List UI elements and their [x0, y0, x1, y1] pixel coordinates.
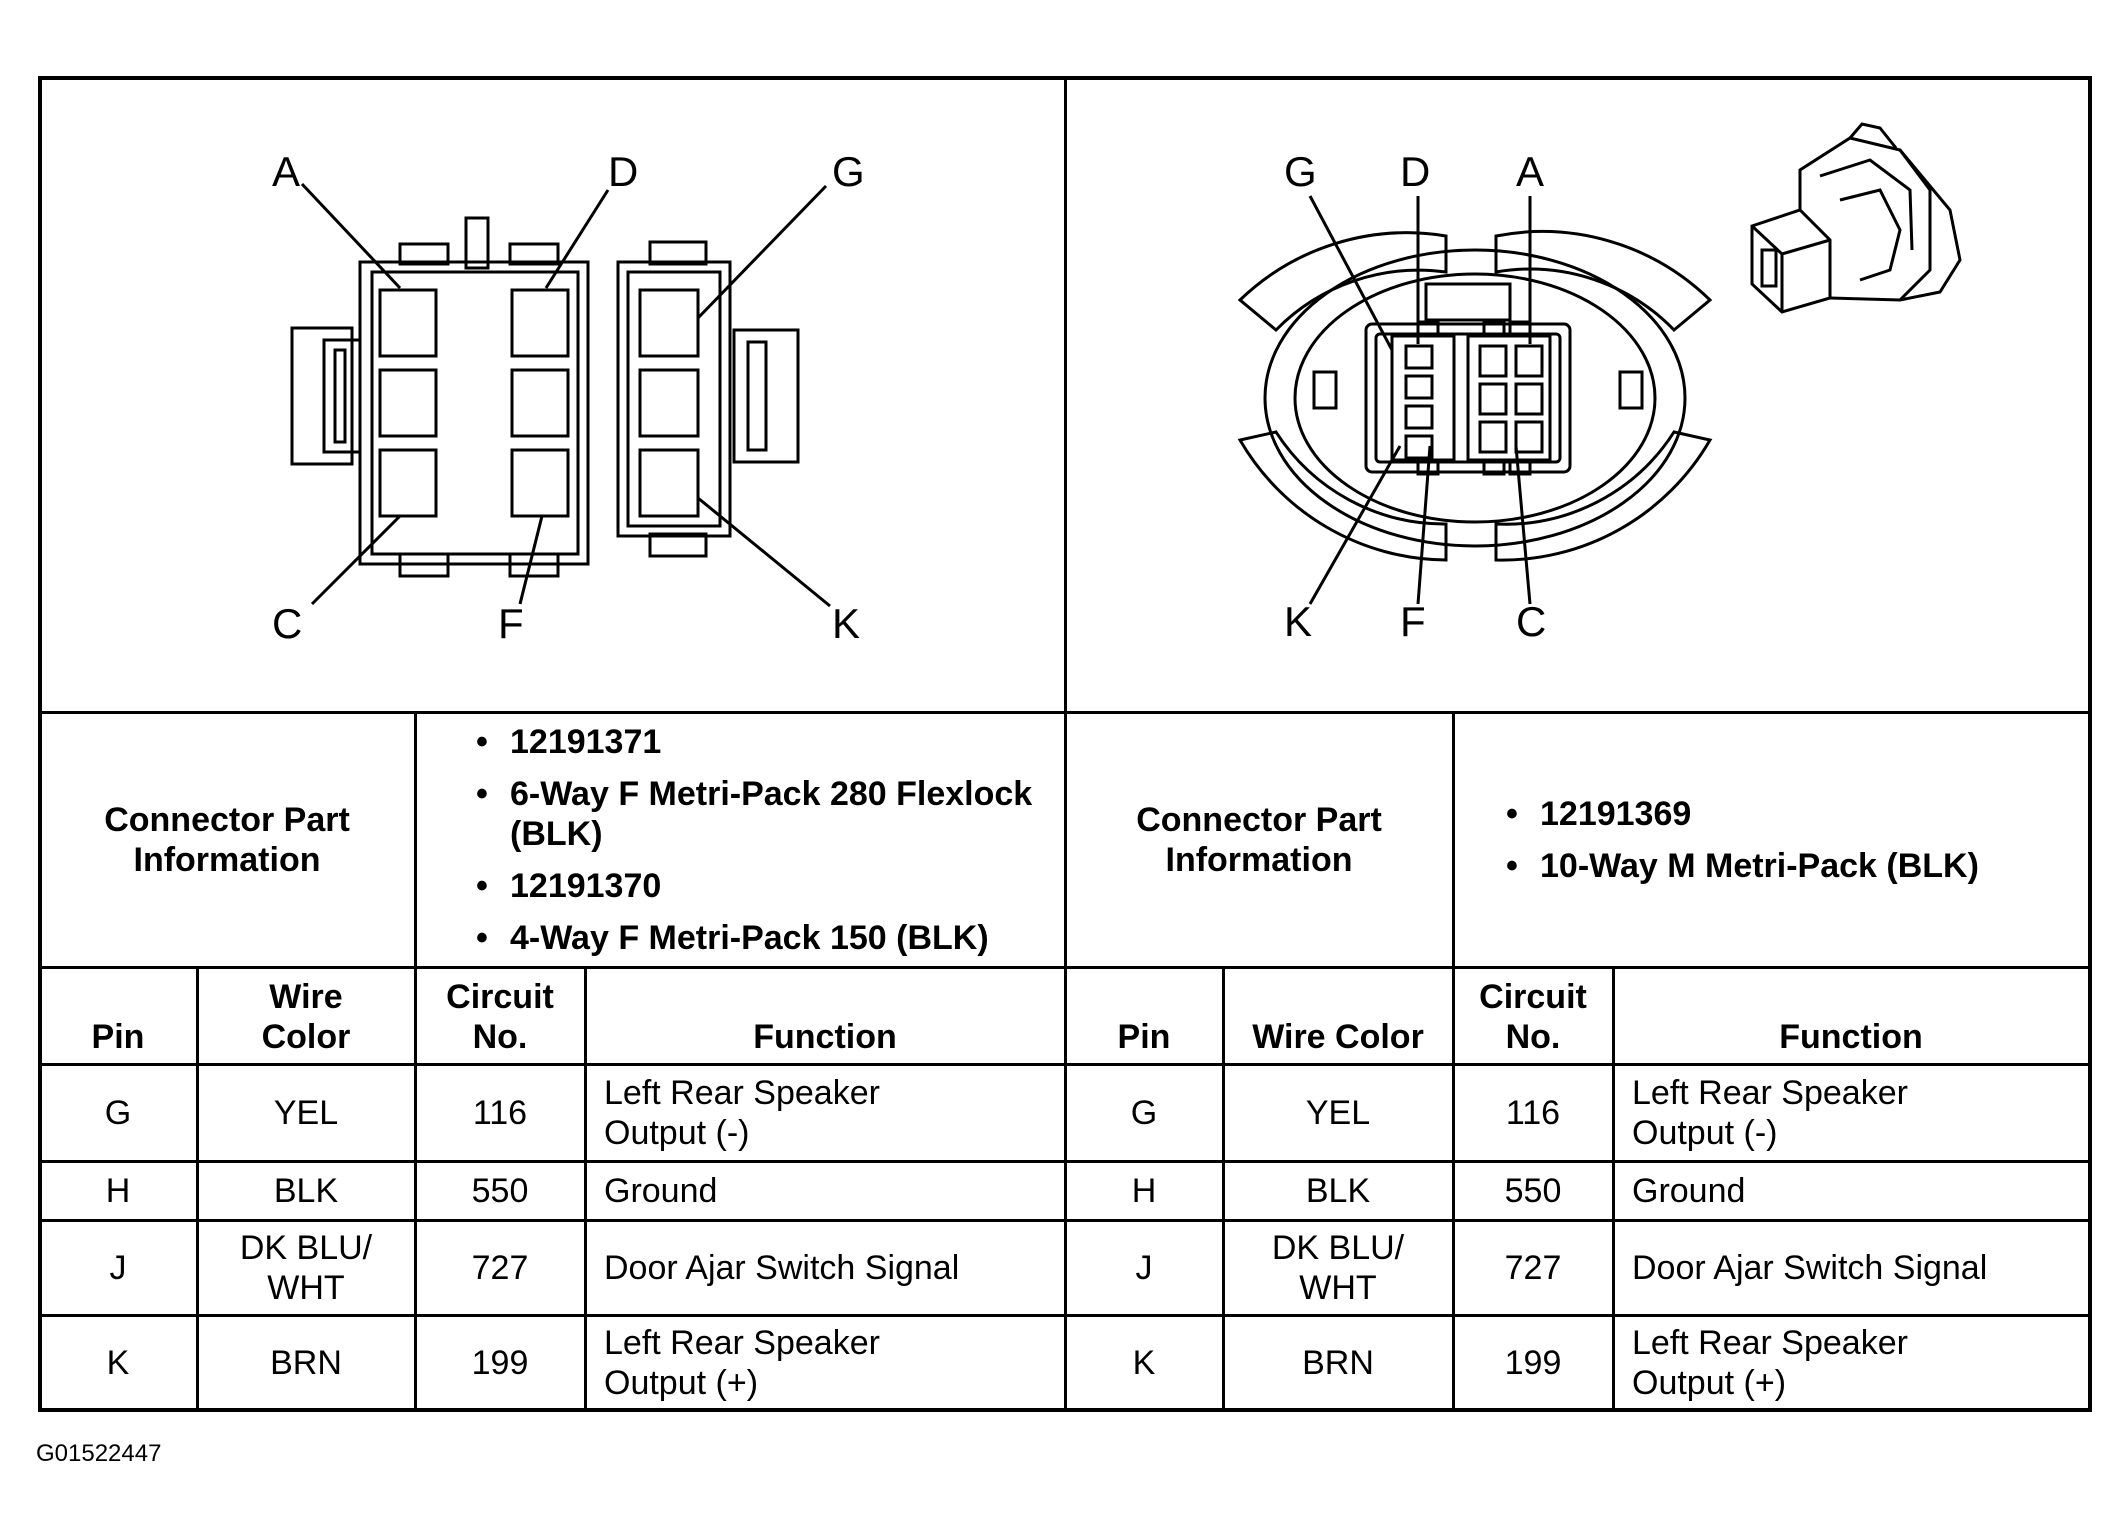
right-cell-wire-text: DK BLU/ WHT [1271, 1229, 1405, 1307]
left-part-item: 12191370 [476, 866, 1056, 906]
right-pin-label-d: D [1400, 148, 1431, 195]
left-cell-pin: K [106, 1343, 130, 1382]
left-6way-connector-drawing [290, 216, 590, 578]
right-pin-label-c: C [1516, 598, 1547, 645]
right-cell-circuit: 550 [1504, 1172, 1562, 1210]
right-cell-wire: DK BLU/ WHT [1224, 1222, 1452, 1314]
right-leader-lines [1308, 195, 1532, 605]
left-cell-pin: J [109, 1249, 127, 1287]
right-10way-connector-drawing [1237, 230, 1713, 562]
left-header-wire-color: Wire Color [198, 968, 414, 1063]
right-part-list: 12191369 10-Way M Metri-Pack (BLK) [1506, 794, 2086, 898]
left-cell-function: Door Ajar Switch Signal [604, 1249, 960, 1287]
left-cell-circuit: 727 [471, 1249, 529, 1287]
right-pin-label-g: G [1284, 148, 1317, 195]
right-cell-wire: BLK [1305, 1172, 1371, 1210]
left-cell-circuit: 116 [472, 1094, 528, 1132]
right-header-function: Function [1779, 1018, 1923, 1056]
right-header-circuit-text: Circuit No. [1479, 978, 1587, 1056]
right-pin-label-k: K [1284, 598, 1313, 645]
left-cell-function: Ground [604, 1172, 718, 1210]
figure-id: G01522447 [36, 1440, 162, 1467]
right-cell-function: Ground [1632, 1172, 1746, 1210]
left-cell-wire: BRN [270, 1343, 342, 1382]
left-header-circuit-text: Circuit No. [446, 978, 554, 1056]
left-cell-circuit: 550 [471, 1172, 529, 1210]
left-cell-pin: H [105, 1172, 131, 1210]
left-part-list: 12191371 6-Way F Metri-Pack 280 Flexlock… [476, 722, 1056, 970]
left-pin-label-c: C [272, 600, 303, 647]
left-pin-label-f: F [498, 600, 524, 647]
left-header-pin: Pin [91, 1018, 145, 1056]
left-cell-circuit: 199 [471, 1343, 529, 1382]
right-cell-pin: H [1131, 1172, 1157, 1210]
left-4way-connector-drawing [616, 240, 800, 558]
right-cell-pin: K [1132, 1343, 1156, 1382]
right-part-item: 12191369 [1506, 794, 2086, 834]
right-pin-label-a: A [1516, 148, 1545, 195]
right-header-pin: Pin [1117, 1018, 1171, 1056]
right-cell-pin: J [1135, 1249, 1153, 1287]
right-cell-function: Left Rear Speaker Output (-) [1632, 1074, 1908, 1152]
right-cell-function: Left Rear Speaker Output (+) [1632, 1323, 1908, 1402]
left-pin-label-d: D [608, 148, 639, 195]
left-info-title: Connector Part Information [104, 801, 350, 879]
right-cell-circuit: 199 [1504, 1343, 1562, 1382]
left-cell-function: Left Rear Speaker Output (+) [604, 1323, 880, 1402]
left-cell-wire-text: DK BLU/ WHT [239, 1229, 373, 1307]
left-part-item: 12191371 [476, 722, 1056, 762]
left-cell-pin: G [104, 1094, 132, 1132]
right-cell-wire: YEL [1305, 1094, 1371, 1132]
left-cell-wire: DK BLU/ WHT [198, 1222, 414, 1314]
right-cell-pin: G [1130, 1094, 1158, 1132]
left-pin-label-k: K [832, 600, 861, 647]
left-cell-wire: YEL [273, 1094, 339, 1132]
right-header-circuit: Circuit No. [1454, 968, 1612, 1063]
left-part-item: 4-Way F Metri-Pack 150 (BLK) [476, 918, 1056, 958]
left-part-item: 6-Way F Metri-Pack 280 Flexlock (BLK) [476, 774, 1056, 854]
right-cell-wire: BRN [1302, 1343, 1374, 1382]
left-header-function: Function [753, 1018, 897, 1056]
right-header-wire-color: Wire Color [1252, 1018, 1424, 1056]
left-pin-label-a: A [272, 148, 301, 195]
left-header-wire-color-text: Wire Color [261, 978, 351, 1056]
left-pin-label-g: G [832, 148, 865, 195]
isometric-connector-drawing [1750, 122, 1962, 314]
right-part-item: 10-Way M Metri-Pack (BLK) [1506, 846, 2086, 886]
right-info-title: Connector Part Information [1136, 801, 1382, 879]
right-cell-function: Door Ajar Switch Signal [1632, 1249, 1988, 1287]
left-leader-lines [300, 182, 831, 608]
left-cell-function: Left Rear Speaker Output (-) [604, 1074, 880, 1152]
right-cell-circuit: 116 [1505, 1094, 1561, 1132]
left-header-circuit: Circuit No. [416, 968, 584, 1063]
left-cell-wire: BLK [273, 1172, 339, 1210]
right-cell-circuit: 727 [1504, 1249, 1562, 1287]
right-pin-label-f: F [1400, 598, 1426, 645]
